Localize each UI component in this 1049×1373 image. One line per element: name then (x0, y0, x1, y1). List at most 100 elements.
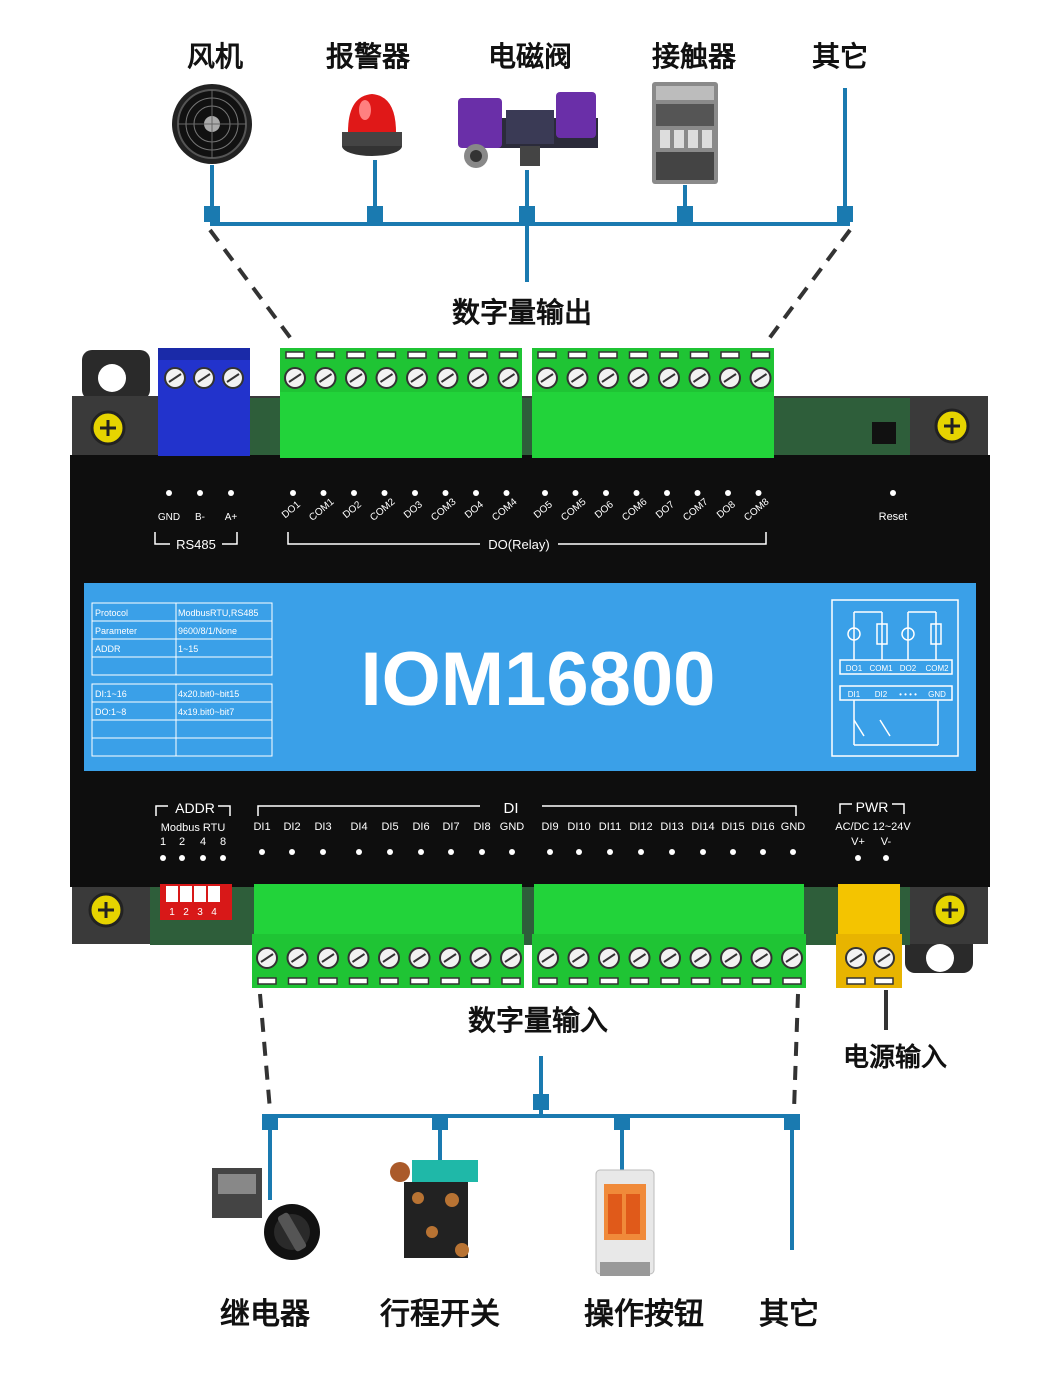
terminal-slot (407, 351, 427, 359)
terminal-slot (440, 977, 460, 985)
terminal-screw (688, 367, 711, 389)
pin-dot (633, 490, 640, 496)
module-label-panel (84, 583, 976, 771)
di-pin-label: DI8 (473, 821, 490, 833)
schematic-bottom-label: GND (928, 690, 946, 699)
terminal-screw (375, 367, 398, 389)
pin-dot (700, 849, 706, 855)
terminal-screw (317, 947, 339, 969)
pin-dot (228, 490, 234, 496)
info-table-key: ADDR (95, 644, 121, 654)
input-device-label-push-button: 操作按钮 (584, 1297, 704, 1332)
pin-dot (503, 490, 510, 496)
addr-dot (200, 855, 206, 861)
pin-dot (381, 490, 388, 496)
output-device-label-fan: 风机 (187, 40, 243, 73)
addr-bit-label: 4 (200, 836, 206, 848)
schematic-top-label: DO1 (846, 664, 863, 673)
di-pin-label: DI5 (381, 821, 398, 833)
terminal-slot (318, 977, 338, 985)
di-pin-label: DI4 (350, 821, 367, 833)
addr-dot (179, 855, 185, 861)
dip-switch[interactable] (160, 884, 232, 920)
pin-dot (442, 490, 449, 496)
input-device-label-limit-switch: 行程开关 (379, 1297, 500, 1332)
terminal-screw (750, 947, 773, 969)
di-pin-label: DI2 (283, 821, 300, 833)
terminal-screw (256, 947, 278, 969)
rs485-label: RS485 (176, 537, 216, 552)
terminal-screw (164, 367, 186, 389)
di-pin-label: DI16 (751, 821, 774, 833)
info-table-value: 4x19.bit0~bit7 (178, 707, 234, 717)
terminal-slot (498, 351, 519, 359)
terminal-slot (409, 977, 430, 985)
terminal-screw (408, 947, 431, 969)
terminal-slot (501, 977, 521, 985)
output-section-label: 数字量输出 (452, 296, 592, 329)
info-table-value: 4x20.bit0~bit15 (178, 689, 239, 699)
reset-dot (890, 490, 896, 496)
terminal-slot (348, 977, 369, 985)
fan-icon (172, 84, 252, 164)
addr-bit-label: 1 (160, 836, 166, 848)
terminal-screw (567, 947, 590, 969)
di-pin-label: GND (500, 821, 525, 833)
terminal-slot (568, 977, 589, 985)
info-table-value: 9600/8/1/None (178, 626, 237, 636)
pin-dot (509, 849, 515, 855)
input-device-label-relay: 继电器 (220, 1297, 311, 1332)
reset-button[interactable] (872, 422, 896, 444)
pin-dot (259, 849, 265, 855)
alarm-light-icon (342, 94, 402, 156)
pin-dot (790, 849, 796, 855)
wiring-schematic (831, 599, 959, 757)
push-button-icon (595, 1169, 655, 1276)
terminal-screw (566, 367, 589, 389)
terminal-screw (314, 367, 337, 389)
terminal-screw (658, 367, 680, 389)
do-relay-label: DO(Relay) (488, 537, 549, 552)
reset-label: Reset (879, 511, 908, 523)
pin-dot (448, 849, 454, 855)
terminal-slot (599, 977, 619, 985)
terminal-slot (720, 351, 740, 359)
dip-number: 4 (211, 907, 217, 918)
terminal-screw (500, 947, 522, 969)
terminal-screw (406, 367, 428, 389)
rs485-pin-label: GND (158, 512, 180, 523)
terminal-screw (659, 947, 681, 969)
di-pin-label: DI15 (721, 821, 744, 833)
terminal-screw (284, 367, 306, 389)
terminal-screw (719, 367, 741, 389)
di-label: DI (504, 800, 519, 817)
pwr-pin-vminus: V- (881, 836, 892, 848)
terminal-screw (469, 947, 492, 969)
terminal-slot (285, 351, 305, 359)
mount-screw-icon (88, 408, 970, 928)
di-pin-label: DI10 (567, 821, 590, 833)
terminal-screw (628, 947, 651, 969)
relay-icon (212, 1168, 320, 1260)
terminal-slot (659, 351, 679, 359)
do-screws (284, 351, 772, 389)
terminal-screw (497, 367, 520, 389)
dip-number: 2 (183, 907, 189, 918)
terminal-screw (347, 947, 370, 969)
pin-dot (356, 849, 362, 855)
rs485-terminal-block (158, 348, 250, 456)
terminal-slot (598, 351, 618, 359)
di-pin-label: DI3 (314, 821, 331, 833)
terminal-screw (597, 367, 619, 389)
addr-label: ADDR (175, 800, 215, 816)
pin-dot (473, 490, 479, 496)
di-pin-label: DI14 (691, 821, 714, 833)
di-pin-label: GND (781, 821, 806, 833)
addr-sub-label: Modbus RTU (161, 822, 226, 834)
terminal-slot (750, 351, 771, 359)
